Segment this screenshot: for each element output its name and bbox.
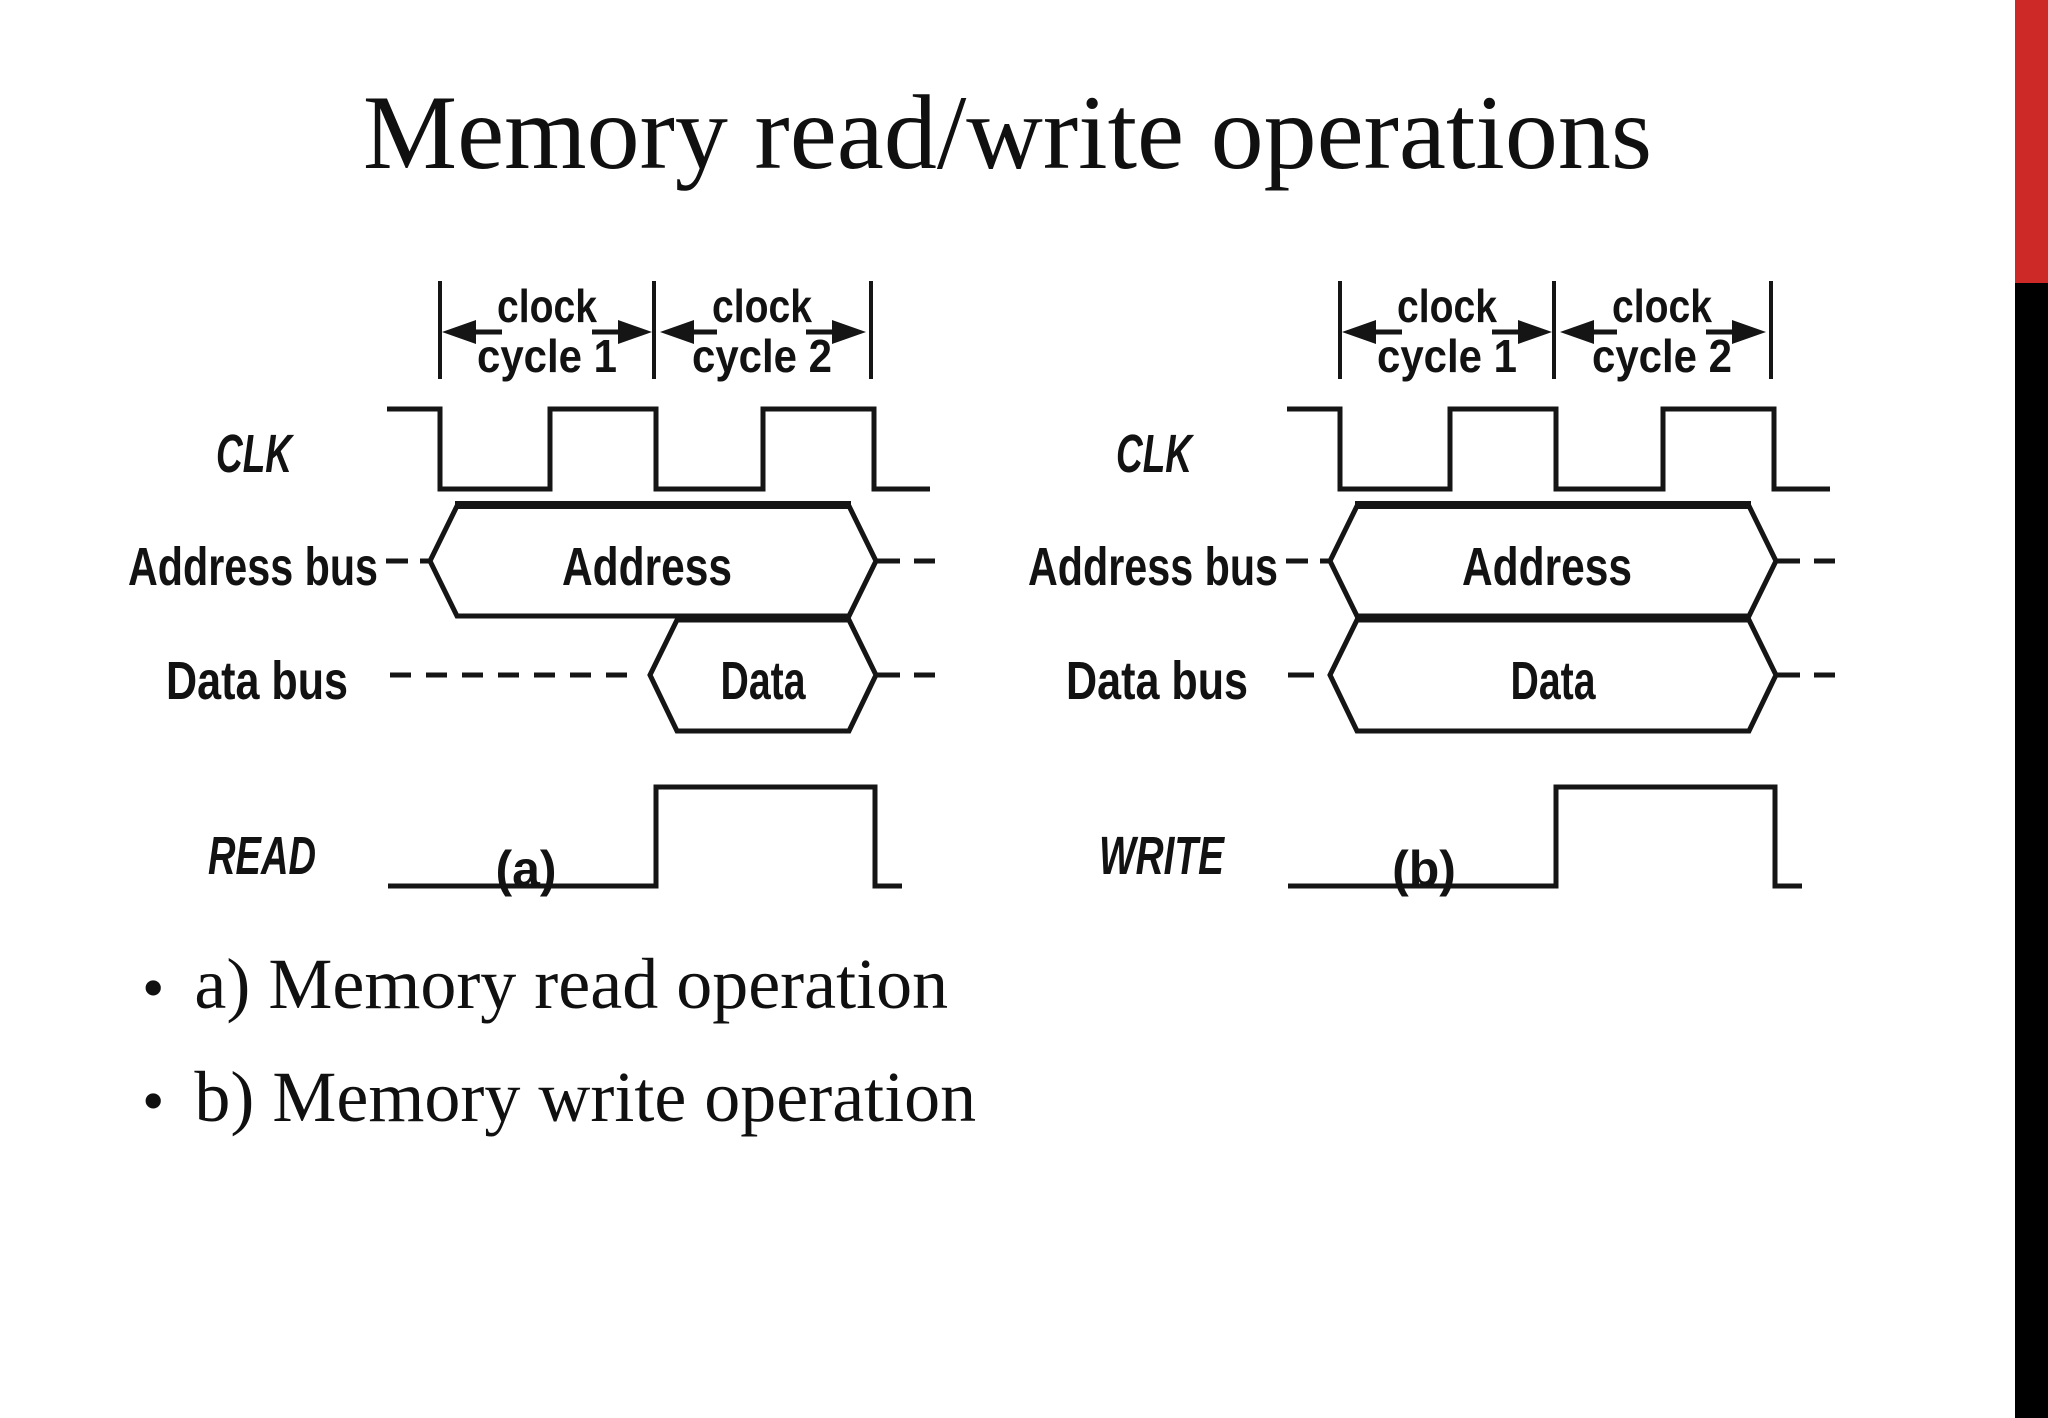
- clk-label: CLK: [216, 424, 295, 484]
- edge-accent-black-bar: [2015, 283, 2048, 1418]
- caption-b: (b): [1392, 841, 1456, 897]
- list-item: • a) Memory read operation: [142, 948, 1642, 1061]
- arrow-right-icon: [1732, 320, 1766, 344]
- data-bus-label: Data bus: [1066, 651, 1248, 711]
- address-value: Address: [1462, 537, 1632, 597]
- clock-cycle-1-top-label: clock: [497, 280, 597, 332]
- arrow-right-icon: [618, 320, 652, 344]
- read-label: READ: [208, 826, 316, 886]
- address-bus-label: Address bus: [128, 537, 378, 597]
- clock-cycle-1-top-label: clock: [1397, 280, 1497, 332]
- write-waveform: [1288, 784, 1802, 889]
- diagram-memory-read: clock cycle 1 clock cycle 2 CLK Address …: [128, 280, 935, 897]
- caption-a: (a): [495, 841, 556, 897]
- clk-waveform: [1287, 406, 1830, 492]
- bullet-icon: •: [142, 952, 165, 1023]
- bullet-list: • a) Memory read operation • b) Memory w…: [142, 948, 1642, 1174]
- clk-label: CLK: [1116, 424, 1195, 484]
- clock-cycle-2-top-label: clock: [1612, 280, 1712, 332]
- write-label: WRITE: [1099, 826, 1225, 886]
- address-value: Address: [562, 537, 732, 597]
- bullet-text-b: b) Memory write operation: [194, 1057, 977, 1137]
- clock-cycle-2-top-label: clock: [712, 280, 812, 332]
- arrow-left-icon: [1560, 320, 1594, 344]
- clock-cycle-1-bottom-label: cycle 1: [1377, 330, 1517, 382]
- arrow-right-icon: [1518, 320, 1552, 344]
- list-item: • b) Memory write operation: [142, 1061, 1642, 1174]
- slide-title: Memory read/write operations: [362, 74, 1653, 191]
- address-bus-label: Address bus: [1028, 537, 1278, 597]
- clock-cycle-2-bottom-label: cycle 2: [1592, 330, 1732, 382]
- data-value: Data: [721, 651, 807, 711]
- read-waveform: [388, 784, 902, 889]
- edge-accent-red-bar: [2015, 0, 2048, 283]
- clock-cycle-1-bottom-label: cycle 1: [477, 330, 617, 382]
- bullet-icon: •: [142, 1065, 165, 1136]
- arrow-left-icon: [660, 320, 694, 344]
- arrow-left-icon: [442, 320, 476, 344]
- data-bus-label: Data bus: [166, 651, 348, 711]
- diagram-memory-write: clock cycle 1 clock cycle 2 CLK Address …: [1028, 280, 1835, 897]
- clk-waveform: [387, 406, 930, 492]
- clock-cycle-2-bottom-label: cycle 2: [692, 330, 832, 382]
- arrow-right-icon: [832, 320, 866, 344]
- arrow-left-icon: [1342, 320, 1376, 344]
- data-value: Data: [1511, 651, 1597, 711]
- bullet-text-a: a) Memory read operation: [194, 944, 949, 1024]
